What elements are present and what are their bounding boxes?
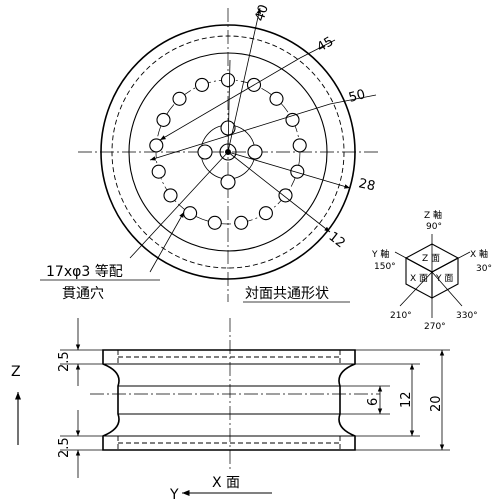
dim-12: 12 [326, 229, 348, 251]
dim-groove: 6 [366, 398, 381, 406]
pitch-hole [151, 164, 166, 179]
y-axis-label: Y [169, 487, 179, 501]
cube-y-axis-label: Y 軸 [371, 248, 389, 260]
cube-angle-330: 330° [456, 311, 478, 321]
dim-line-12 [227, 151, 331, 233]
dim-line-inner-top [227, 59, 231, 153]
x-face-label: X 面 [212, 475, 240, 491]
dim-line-diag-left [129, 151, 229, 259]
cube-z-axis-label: Z 軸 [424, 209, 442, 221]
dim-inner: 12 [399, 391, 414, 408]
dim-50: 50 [347, 87, 367, 106]
hole-note: 17xφ3 等配 [46, 263, 123, 280]
cube-z-angle: 90° [426, 222, 442, 232]
hole-note-sub: 貫通穴 [62, 286, 104, 302]
dim-leader-45 [299, 39, 336, 59]
inner-hole-right [247, 144, 263, 160]
pitch-hole [183, 206, 198, 221]
z-axis-label: Z [11, 364, 21, 380]
pitch-hole [290, 164, 305, 179]
dim-line-40 [227, 7, 261, 153]
cube-210-axis [399, 271, 433, 307]
dim-28: 28 [357, 176, 376, 194]
dim-line-45 [159, 57, 301, 141]
pitch-hole [234, 215, 249, 230]
hole-note-leader [149, 211, 185, 273]
side-outline [102, 349, 356, 451]
cube-x-axis-label: X 軸 [470, 248, 488, 260]
iso-cube: Z 軸 90° Y 軸 150° X 軸 30° Z 面 X 面 Y 面 210… [371, 209, 492, 332]
pitch-hole [207, 215, 222, 230]
cube-angle-210: 210° [390, 311, 412, 321]
dim-45: 45 [315, 34, 337, 55]
pitch-hole [278, 188, 293, 203]
cube-x-axis [431, 251, 471, 273]
pitch-hole [172, 91, 187, 106]
pitch-hole [258, 206, 273, 221]
cube-330-axis [431, 271, 463, 307]
pitch-hole [194, 77, 210, 92]
pitch-holes [149, 72, 307, 230]
dim-leader-50 [329, 94, 377, 105]
dim-total: 20 [429, 395, 444, 412]
cube-y-axis [394, 251, 433, 273]
cube-face-z: Z 面 [422, 253, 440, 264]
outer-circle [100, 24, 356, 280]
dim-flange-bottom: 2.5 [57, 437, 72, 458]
groove-circle [128, 52, 328, 252]
common-shape-note: 対面共通形状 [245, 286, 329, 302]
inner-hole-bottom [220, 174, 236, 190]
dim-40: 40 [253, 3, 272, 23]
cube-face-y: Y 面 [435, 273, 453, 284]
inner-hole-left [197, 144, 213, 160]
cube-face-x: X 面 [410, 273, 428, 284]
pitch-hole [220, 72, 236, 88]
dim-flange-top: 2.5 [57, 351, 72, 372]
front-view: 40 45 50 28 12 17xφ3 等配 貫通穴 対面共通形状 [40, 3, 380, 303]
pitch-hole [156, 112, 171, 127]
cube-y-angle: 150° [374, 262, 396, 272]
pitch-hole [269, 91, 284, 106]
inner-hole-top [220, 120, 236, 136]
cube-angle-270: 270° [424, 322, 446, 332]
pitch-hole [163, 188, 178, 203]
dim-line-28 [227, 151, 351, 189]
pitch-hole [292, 138, 307, 153]
flange-hidden-circle [111, 35, 345, 269]
side-view: 2.5 2.5 6 12 20 Z Y X 面 [11, 318, 450, 501]
pitch-hole [149, 138, 164, 153]
dim-line-50 [149, 103, 331, 161]
cube-x-angle: 30° [476, 264, 492, 274]
